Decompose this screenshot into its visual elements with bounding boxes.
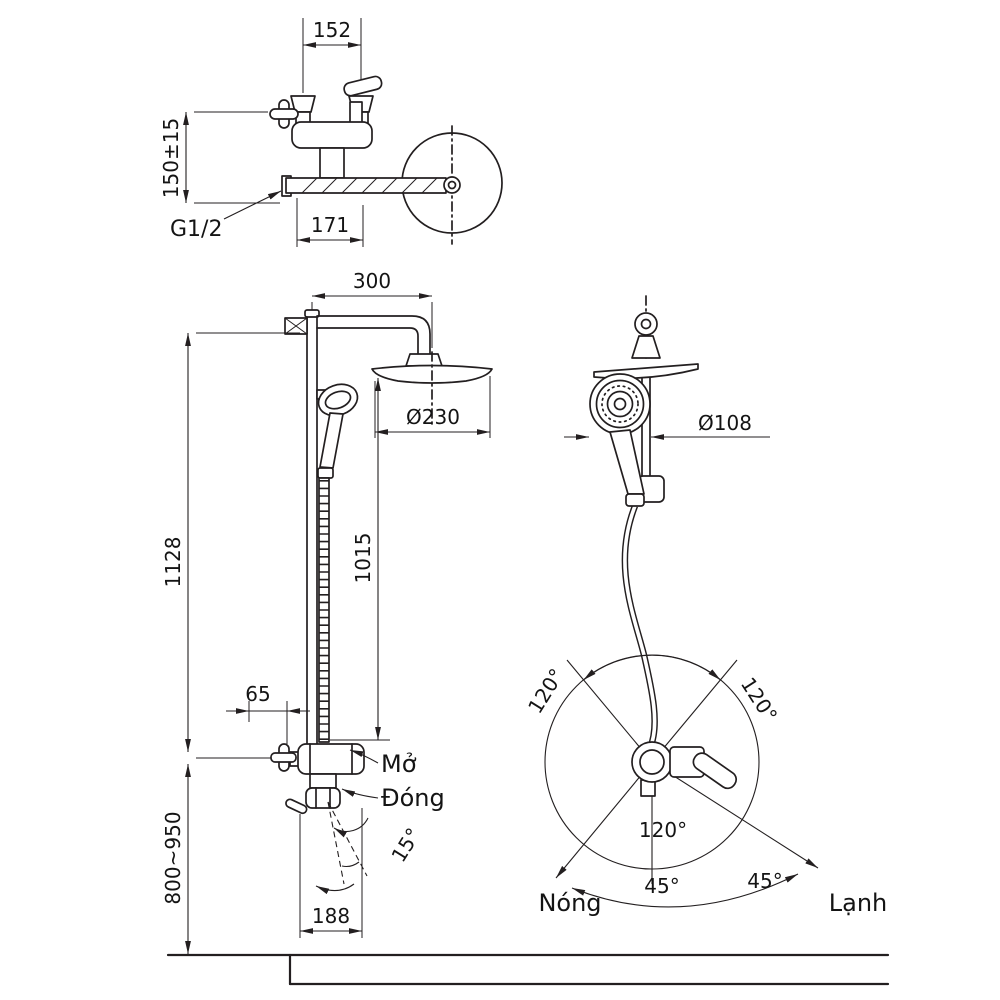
front-view: 300 Ø230: [161, 269, 493, 954]
dim-arm-projection-label: 171: [311, 213, 349, 237]
dim-projection-label: 188: [312, 904, 350, 928]
wall-mixer-detail-view: 152 150±15 G1/2 171: [159, 18, 503, 247]
dim-rain-head-diameter: Ø230: [374, 376, 491, 438]
dim-offset: 65: [226, 682, 310, 744]
dim-height-tolerance-label: 150±15: [159, 118, 183, 198]
dim-projection: 188: [299, 808, 363, 938]
dim-column-height-label: 1128: [161, 537, 185, 588]
dim-riser-height: 1015: [330, 378, 390, 741]
dim-riser-height-label: 1015: [351, 533, 375, 584]
hand-shower-face: [589, 373, 651, 507]
dim-diverter-angle-label: 15°: [386, 824, 425, 867]
shower-hose-front: [318, 477, 330, 743]
mixer-side: [631, 741, 738, 797]
angle-upper-left-label: 120°: [523, 664, 569, 718]
ball-joint: [405, 353, 443, 367]
label-open: Mở: [381, 750, 417, 778]
hand-shower-handle: [319, 412, 344, 469]
side-view: Ø108 120° 120° 120° 45° 45° Nóng Lạnh: [523, 295, 888, 917]
dim-inlet-spacing: 152: [302, 18, 362, 93]
dim-arm-reach: 300: [311, 269, 433, 348]
dim-install-height: 800~950: [161, 757, 278, 954]
dim-arm-reach-label: 300: [353, 269, 391, 293]
dim-height-tolerance: 150±15: [159, 111, 280, 204]
floor-line: [166, 953, 890, 986]
lever-handle: [343, 75, 383, 97]
top-arm: [316, 315, 431, 355]
angle-lower-label: 120°: [639, 818, 687, 842]
dim-hand-shower-diameter-label: Ø108: [698, 411, 752, 435]
dim-arm-projection: 171: [296, 198, 364, 247]
open-close-callouts: Mở Đóng: [333, 749, 445, 838]
riser-pipe: [284, 309, 443, 745]
label-hot: Nóng: [538, 889, 601, 917]
wall-mixer-body: [269, 75, 503, 245]
arm-hatching: [301, 177, 438, 194]
angle-hot-label: 45°: [644, 874, 679, 898]
dim-rain-head-diameter-label: Ø230: [406, 405, 460, 429]
dim-offset-label: 65: [245, 682, 270, 706]
hand-shower-handle-side: [609, 429, 645, 495]
diverter-angle: 15°: [315, 801, 426, 895]
dim-inlet-spacing-label: 152: [313, 18, 351, 42]
thread-spec-label: G1/2: [170, 217, 222, 242]
angle-upper-right-label: 120°: [736, 673, 782, 726]
lever-handle-post: [349, 101, 363, 125]
diverter-lever: [285, 798, 308, 815]
mixer-body: [297, 743, 365, 775]
rain-shower-head-front: [371, 351, 493, 429]
thread-callout: G1/2: [170, 190, 282, 242]
angle-cold-label: 45°: [747, 869, 782, 893]
dim-column-height: 1128: [161, 332, 300, 752]
label-close: Đóng: [381, 784, 445, 812]
mixer-front: [270, 743, 365, 815]
hand-shower-front: [316, 383, 359, 479]
diverter-knob: [305, 787, 341, 809]
label-cold: Lạnh: [829, 889, 888, 917]
mixer-lever-side: [692, 752, 738, 790]
dim-install-height-label: 800~950: [161, 811, 185, 904]
dim-hand-shower-diameter: Ø108: [564, 411, 770, 440]
